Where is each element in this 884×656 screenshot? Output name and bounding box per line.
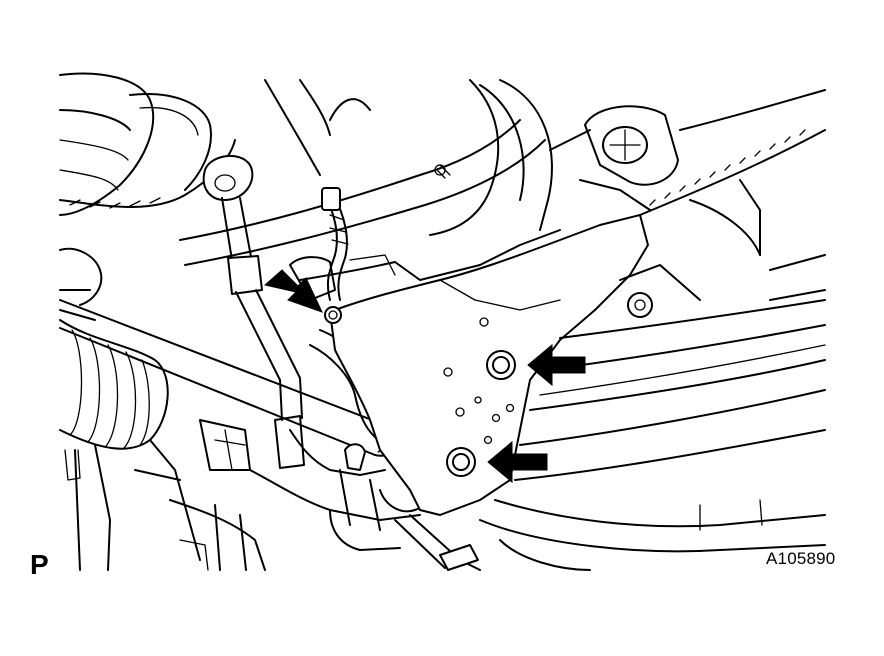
figure-id: A105890 (766, 549, 836, 568)
arrow-upper-bolt (263, 269, 323, 313)
mount-bolt-lower (446, 447, 476, 477)
right-frame (479, 89, 826, 571)
stabilizer-link (202, 154, 305, 469)
drive-shaft-boot (59, 247, 201, 571)
arrow-mount-bolt-lower (487, 440, 548, 484)
lower-knuckle (134, 329, 481, 571)
view-label: P (30, 549, 49, 580)
mount-bolt-upper (486, 350, 516, 380)
strut-spring-assembly (59, 72, 236, 216)
sensor-cable (289, 187, 349, 301)
arrow-mount-bolt-upper (527, 343, 586, 387)
upper-bolt (324, 306, 342, 324)
upper-frame (179, 79, 561, 281)
